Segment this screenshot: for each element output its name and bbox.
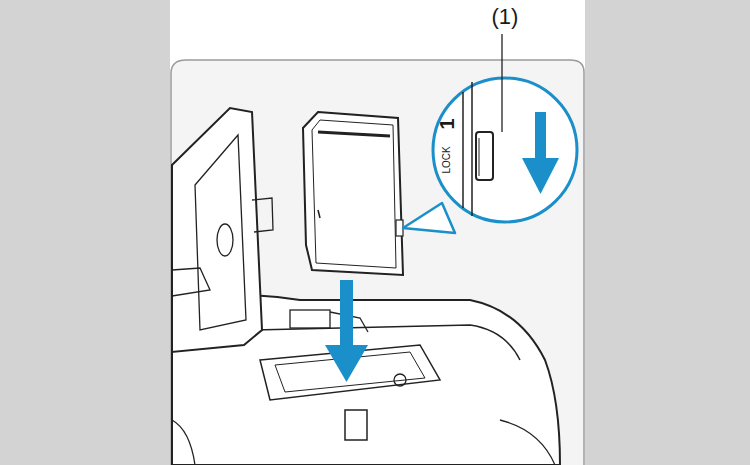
callout-number: (1): [492, 6, 519, 28]
lock-marking: LOCK: [442, 146, 452, 173]
card-marking: 1: [437, 118, 457, 129]
